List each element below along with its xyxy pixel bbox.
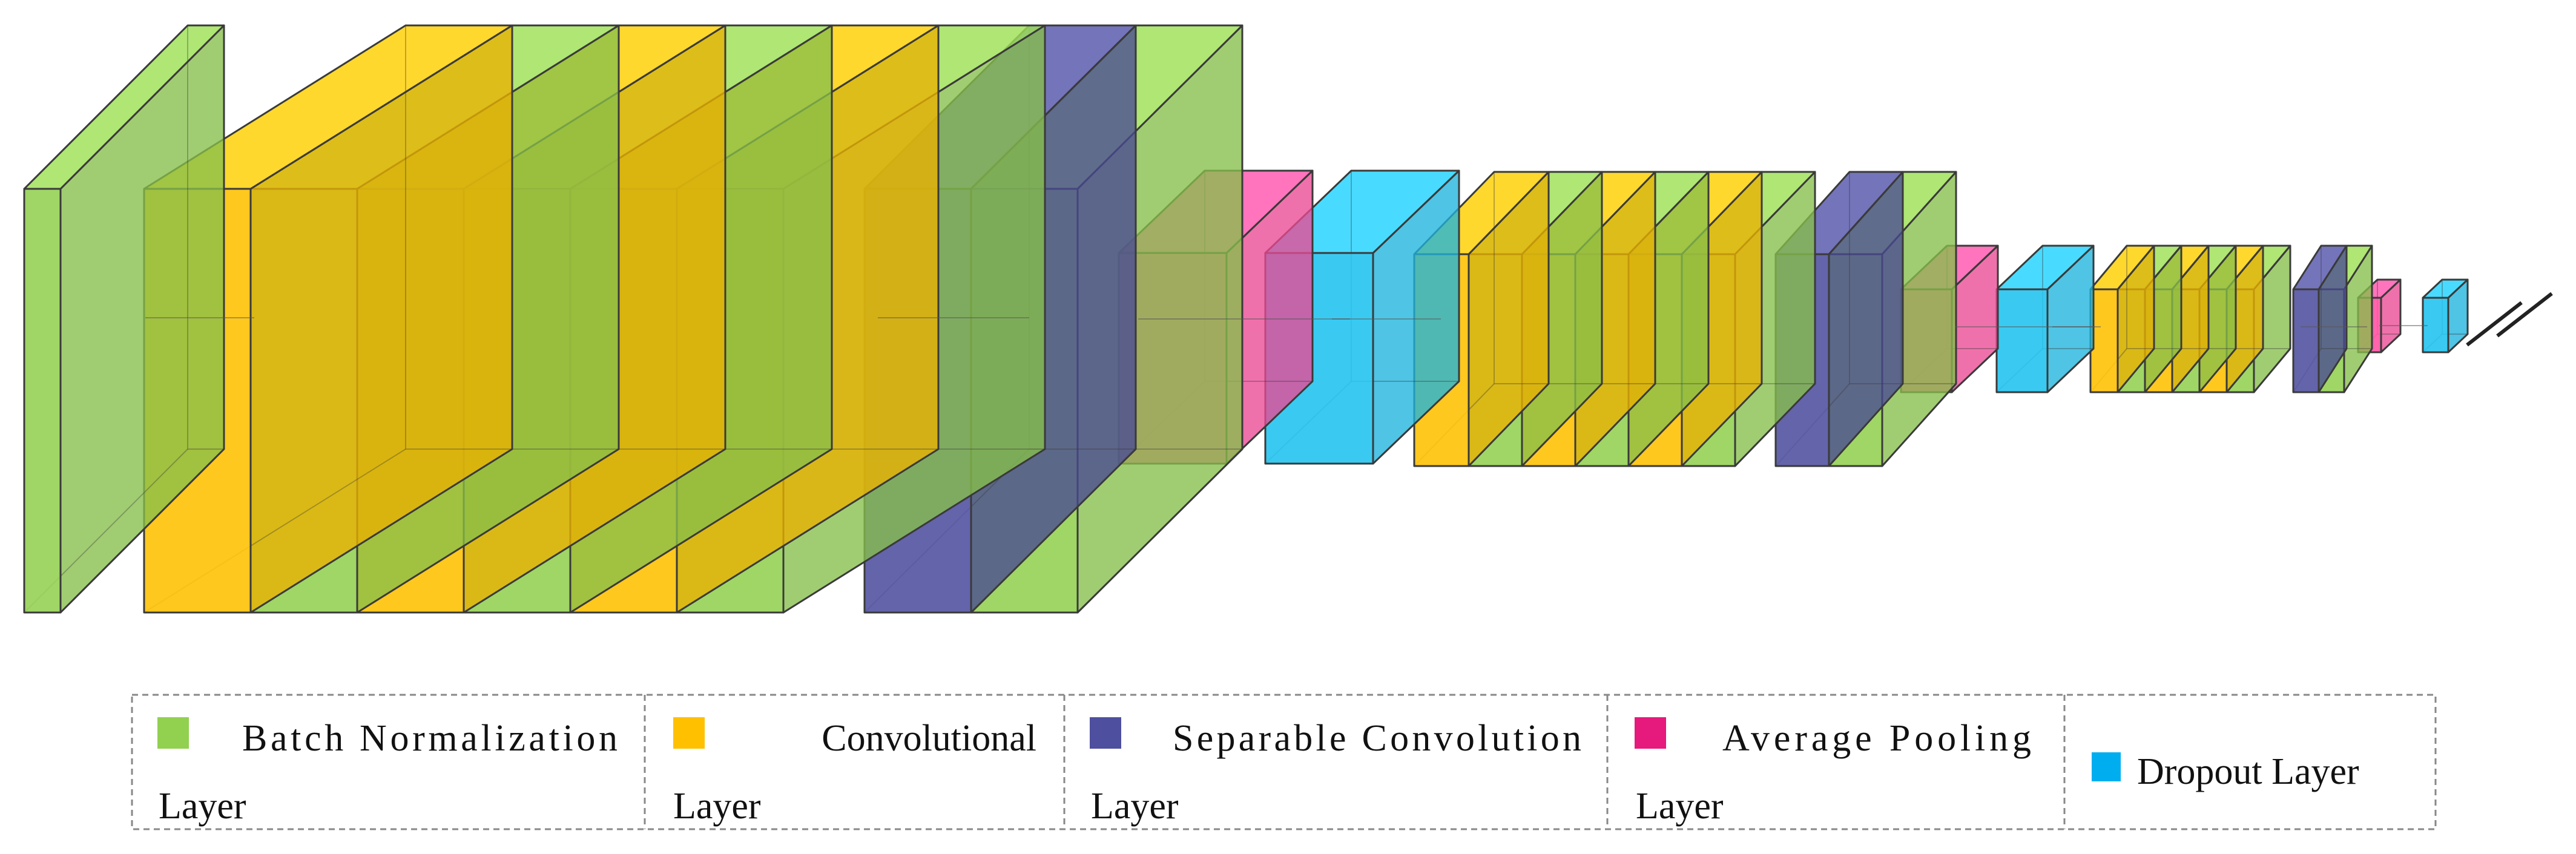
legend-item-average-pooling: Average Pooling Layer xyxy=(1635,717,2031,827)
block-hidden-edge xyxy=(1494,172,1549,384)
legend-item-convolutional: Convolutional Layer xyxy=(673,717,1036,827)
layer-blocks xyxy=(23,24,2469,614)
legend: Batch Normalization Layer Convolutional … xyxy=(131,694,2437,830)
legend-label: Dropout Layer xyxy=(2137,751,2359,792)
block-hidden-edge xyxy=(187,25,224,450)
legend-label-line2: Layer xyxy=(1091,786,1179,827)
batch-normalization-layer-block xyxy=(23,24,225,614)
legend-label-line1: Batch Normalization xyxy=(242,718,618,759)
legend-label-line2: Layer xyxy=(673,786,761,827)
purple-square-swatch xyxy=(1090,717,1121,749)
block-front-face xyxy=(1995,288,2049,393)
dropout-layer-block xyxy=(2422,278,2469,353)
orange-square-swatch xyxy=(673,717,705,749)
pink-square-swatch xyxy=(1635,717,1666,749)
legend-border xyxy=(131,694,2437,830)
legend-label-line2: Layer xyxy=(1636,786,1724,827)
block-front-face xyxy=(2422,297,2449,353)
green-square-swatch xyxy=(157,717,189,749)
block-hidden-edge xyxy=(1849,172,1903,384)
legend-label-line1: Convolutional xyxy=(822,718,1036,759)
continuation-break-icon xyxy=(2466,292,2553,347)
dropout-layer-block xyxy=(1995,245,2095,393)
legend-item-batch-normalization: Batch Normalization Layer xyxy=(157,717,618,827)
legend-label-line2: Layer xyxy=(159,786,246,827)
block-hidden-edge xyxy=(2321,246,2347,349)
block-front-face xyxy=(23,188,62,614)
legend-item-dropout: Dropout Layer xyxy=(2092,751,2359,792)
block-front-face xyxy=(2089,288,2119,393)
convolutional-layer-block xyxy=(2089,245,2155,393)
legend-label-line1: Separable Convolution xyxy=(1173,718,1581,759)
legend-item-separable-convolution: Separable Convolution Layer xyxy=(1090,717,1581,827)
legend-label-line1: Average Pooling xyxy=(1722,718,2031,759)
block-hidden-edge xyxy=(405,25,512,450)
block-front-face xyxy=(2292,288,2320,393)
separable-convolution-layer-block xyxy=(2292,245,2348,393)
blue-square-swatch xyxy=(2092,752,2121,781)
block-hidden-edge xyxy=(2126,246,2154,349)
